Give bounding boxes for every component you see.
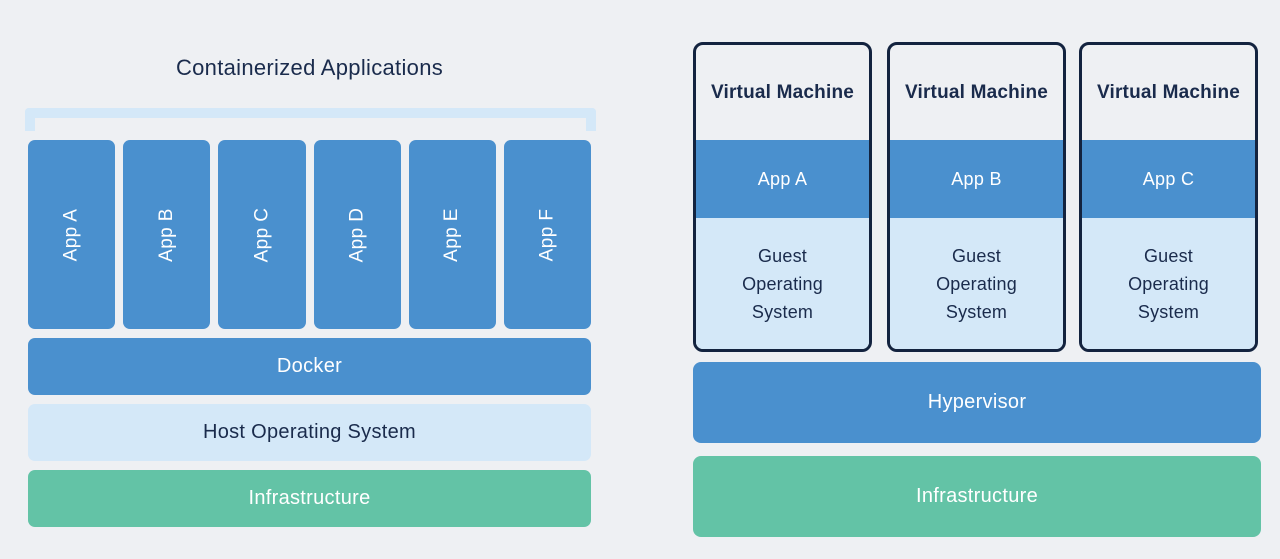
container-app-a-label: App A	[60, 208, 82, 261]
vm-1-app: App A	[696, 140, 869, 218]
container-apps-row: App A App B App C App D App E App F	[28, 140, 592, 329]
container-app-f-label: App F	[536, 208, 558, 261]
vm-2-app: App B	[890, 140, 1063, 218]
host-os-layer: Host Operating System	[28, 404, 591, 461]
vm-2-title: Virtual Machine	[904, 81, 1049, 103]
infrastructure-layer-left: Infrastructure	[28, 470, 591, 527]
docker-layer: Docker	[28, 338, 591, 395]
container-app-c-label: App C	[250, 207, 272, 262]
vm-1-guest-os: Guest Operating System	[696, 218, 869, 349]
container-app-a: App A	[28, 140, 116, 329]
container-app-e-label: App E	[441, 207, 463, 262]
vm-3-app: App C	[1082, 140, 1255, 218]
container-app-b: App B	[123, 140, 211, 329]
vm-box-2: Virtual Machine App B Guest Operating Sy…	[887, 42, 1066, 352]
vm-3-guest-os: Guest Operating System	[1082, 218, 1255, 349]
vm-3-title: Virtual Machine	[1096, 81, 1241, 103]
container-app-c: App C	[218, 140, 306, 329]
hypervisor-layer: Hypervisor	[693, 362, 1261, 443]
vm-1-title: Virtual Machine	[710, 81, 855, 103]
container-app-e: App E	[408, 140, 496, 329]
vm-box-1: Virtual Machine App A Guest Operating Sy…	[693, 42, 872, 352]
container-app-b-label: App B	[155, 207, 177, 262]
containers-title: Containerized Applications	[175, 55, 444, 80]
vm-box-3: Virtual Machine App C Guest Operating Sy…	[1079, 42, 1258, 352]
vm-2-guest-os: Guest Operating System	[890, 218, 1063, 349]
apps-bracket	[25, 108, 596, 131]
container-app-f: App F	[503, 140, 592, 329]
container-app-d: App D	[313, 140, 401, 329]
infrastructure-layer-right: Infrastructure	[693, 456, 1261, 537]
container-app-d-label: App D	[346, 207, 368, 262]
